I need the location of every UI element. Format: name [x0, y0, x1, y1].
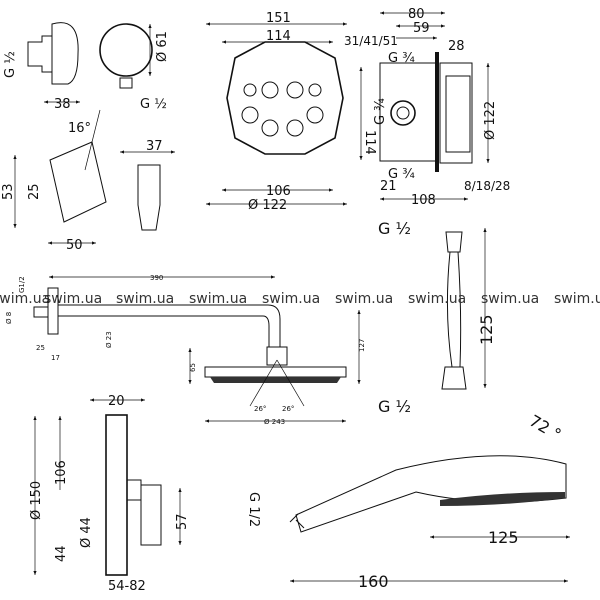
elbow-thread-bottom: G ½	[140, 97, 167, 112]
overhead-angle-right: 26°	[282, 405, 294, 413]
body-d21: 21	[380, 179, 397, 194]
control-d44a: Ø 44	[79, 517, 94, 548]
watermark: swim.ua	[481, 291, 539, 307]
body-d108: 108	[411, 193, 436, 208]
ibox-outer: 151	[266, 11, 291, 26]
watermark: swim.ua	[0, 291, 50, 307]
arm-d8: Ø 8	[5, 312, 13, 324]
watermark: swim.ua	[44, 291, 102, 307]
overhead-shower: 65 127 26° 26° Ø 243	[188, 310, 366, 426]
watermark: swim.ua	[116, 291, 174, 307]
handshower-d160: 160	[358, 572, 389, 591]
body-g-bottom: G ¾	[388, 167, 415, 182]
handshower-thread: G 1/2	[246, 492, 261, 527]
handshower-angle: 72 °	[526, 411, 564, 444]
control-d150: Ø 150	[29, 481, 44, 520]
overhead-angle-left: 26°	[254, 405, 266, 413]
arm-d23: Ø 23	[105, 331, 113, 348]
body-d114: 114	[362, 130, 377, 155]
body-d315: 31/41/51	[344, 34, 398, 48]
overhead-diameter: Ø 243	[264, 418, 285, 426]
watermark: swim.ua	[262, 291, 320, 307]
holder-width: 50	[66, 238, 83, 253]
hose-length: 125	[477, 314, 496, 345]
hand-shower: G 1/2 72 ° 125 160	[246, 411, 570, 591]
body-g-mid: G ¾	[373, 98, 388, 125]
thermostat-body: 80 59 31/41/51 28 G ¾ 114 G ¾ Ø 122 G ¾ …	[344, 7, 510, 208]
body-d59: 59	[413, 21, 430, 36]
holder-inner: 25	[27, 183, 42, 200]
body-d81828: 8/18/28	[464, 179, 510, 193]
elbow-width: 38	[54, 97, 71, 112]
arm-thread: G1/2	[18, 276, 26, 293]
holder-angle: 16°	[68, 121, 91, 136]
body-d122: Ø 122	[483, 101, 498, 140]
shower-arm: 390 G1/2 Ø 8 25 17 Ø 23	[5, 274, 281, 362]
arm-d25: 25	[36, 344, 45, 352]
body-g-top: G ¾	[388, 51, 415, 66]
overhead-d127: 127	[358, 339, 366, 352]
ibox: 151 114 106 Ø 122	[206, 11, 347, 213]
ibox-inner: 114	[266, 29, 291, 44]
watermark: swim.ua	[335, 291, 393, 307]
elbow-diameter: Ø 61	[155, 31, 170, 62]
holder-height: 53	[1, 183, 16, 200]
watermark: swim.ua	[554, 291, 600, 307]
hose-g-bottom: G ½	[378, 397, 411, 416]
control-d57: 57	[175, 513, 190, 530]
body-d28: 28	[448, 39, 465, 54]
control-d44b: 44	[54, 545, 69, 562]
thermostat-control: 20 Ø 150 106 Ø 44 44 57 54-82	[29, 394, 190, 594]
shower-hose: G ½ 125 G ½	[378, 219, 496, 416]
overhead-d65: 65	[189, 363, 197, 372]
shower-holder: 16° 53 25 50 37	[1, 109, 175, 253]
watermark: swim.ua	[408, 291, 466, 307]
holder-side-width: 37	[146, 139, 163, 154]
arm-length: 390	[150, 274, 163, 282]
ibox-diameter: Ø 122	[248, 198, 287, 213]
control-d106: 106	[54, 460, 69, 485]
wall-elbow: Ø 61 G ½ 38 G ½	[3, 22, 170, 112]
control-d5482: 54-82	[108, 579, 146, 594]
body-d80: 80	[408, 7, 425, 22]
elbow-thread-left: G ½	[3, 51, 18, 78]
control-d20: 20	[108, 394, 125, 409]
hose-g-top: G ½	[378, 219, 411, 238]
watermark-row: swim.ua swim.ua swim.ua swim.ua swim.ua …	[0, 291, 600, 307]
handshower-d125: 125	[488, 528, 519, 547]
ibox-bottom-inner: 106	[266, 184, 291, 199]
watermark: swim.ua	[189, 291, 247, 307]
arm-d17: 17	[51, 354, 60, 362]
